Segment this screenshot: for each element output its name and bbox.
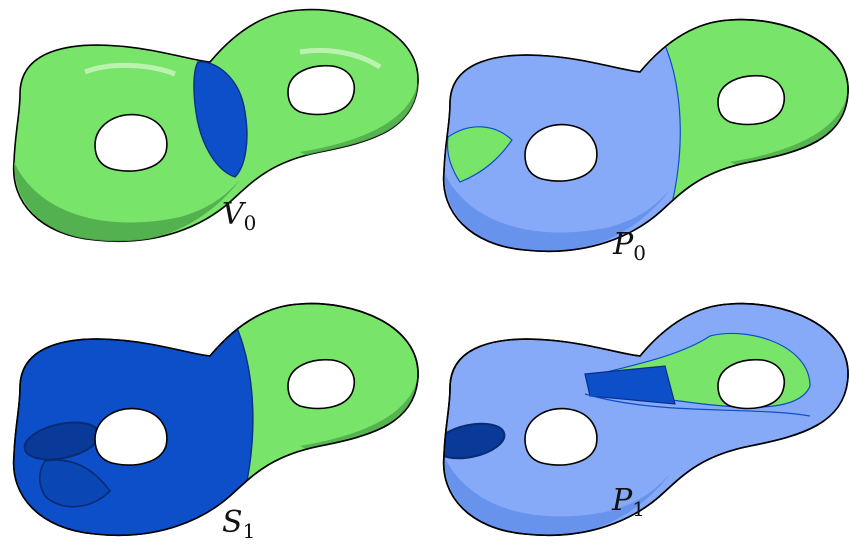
panel-label-s1: S1 — [222, 505, 255, 543]
disk-region — [193, 61, 248, 178]
panel-p0: P0 — [442, 18, 849, 265]
panel-label-p0: P0 — [612, 227, 646, 265]
surface-body — [442, 302, 849, 537]
panel-v0: V0 — [12, 8, 419, 243]
panel-p1: P1 — [442, 302, 849, 537]
panel-label-v0: V0 — [222, 197, 256, 235]
hole-right — [287, 358, 356, 410]
hole-right — [287, 64, 356, 116]
panel-s1: S1 — [12, 302, 419, 543]
hole-left — [524, 407, 598, 466]
hole-left — [524, 123, 598, 182]
hole-left — [94, 113, 168, 172]
panel-label-p1: P1 — [611, 483, 645, 521]
hole-right — [717, 358, 786, 410]
hole-right — [717, 74, 786, 126]
hole-left — [94, 407, 168, 466]
